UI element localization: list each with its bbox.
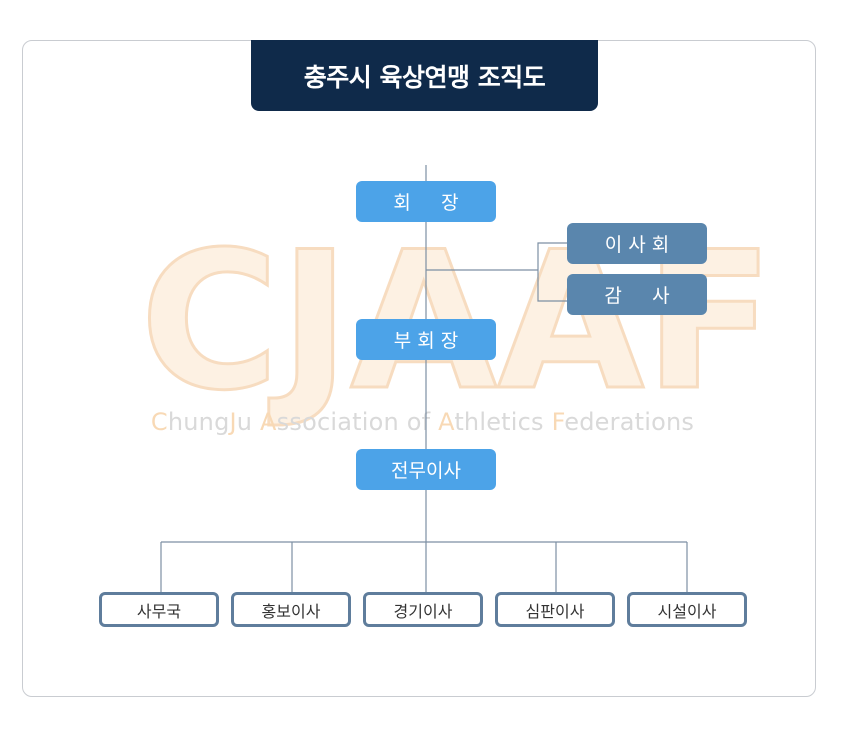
watermark-logo-letters: C J A A F — [138, 211, 775, 432]
chart-frame — [22, 40, 816, 697]
node-managing-director: 전무이사 — [356, 449, 496, 490]
watermark-letter: J — [278, 211, 352, 432]
tagline-part: ederations — [564, 408, 695, 436]
tagline-part: u — [236, 408, 261, 436]
node-competition-director: 경기이사 — [363, 592, 483, 627]
node-auditor: 감 사 — [567, 274, 707, 315]
watermark-tagline: ChungJu Association of Athletics Federat… — [140, 408, 705, 436]
node-referee-director: 심판이사 — [495, 592, 615, 627]
tagline-part: F — [551, 408, 565, 436]
tagline-part: C — [150, 408, 168, 436]
node-pr-director: 홍보이사 — [231, 592, 351, 627]
page-title: 충주시 육상연맹 조직도 — [251, 40, 598, 111]
tagline-part: A — [438, 408, 455, 436]
tagline-part: J — [229, 408, 237, 436]
connector-board — [537, 242, 568, 302]
tagline-part: ssociation of — [276, 408, 439, 436]
tagline-part: thletics — [454, 408, 552, 436]
tagline-part: A — [260, 408, 277, 436]
cjaaf-watermark: C J A A F ChungJu Association of Athleti… — [138, 211, 775, 442]
node-facilities-director: 시설이사 — [627, 592, 747, 627]
tagline-part: hung — [167, 408, 230, 436]
node-vice-chairman: 부 회 장 — [356, 319, 496, 360]
node-secretariat: 사무국 — [99, 592, 219, 627]
watermark-letter: C — [138, 211, 280, 432]
node-board-of-directors: 이 사 회 — [567, 223, 707, 264]
node-chairman: 회 장 — [356, 181, 496, 222]
